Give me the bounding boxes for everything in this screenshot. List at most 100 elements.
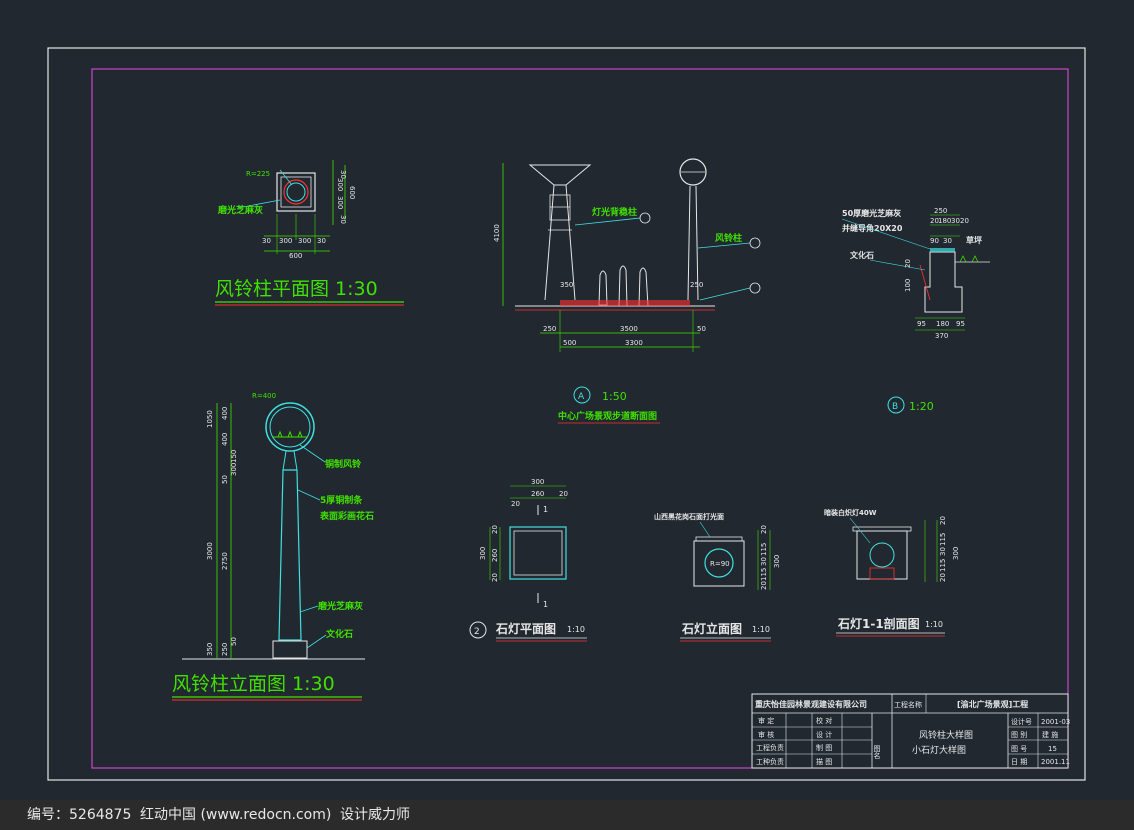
tb-project: [渝北广场景观]工程 [957,699,1028,709]
detail-scale: 1:20 [909,400,934,413]
section-dim-b0: 500 [563,339,576,347]
plan-dim-b2: 300 [298,237,311,245]
column-body [278,469,302,641]
section-dim-250: 250 [690,281,703,289]
plan-circle [283,179,309,205]
plan-dim-r1: 300 [336,178,344,191]
stone-plan-side-0: 20 [491,525,499,534]
tb-info-value-0: 2001-03 [1041,718,1070,726]
tb-drawing-label: 图名 [873,745,881,760]
stone-sec-label: 暗装白炽灯40W [824,508,877,517]
curb-detail [924,251,963,313]
elev-outer-2: 350 [206,643,214,656]
detail-label-curb: 并缝导角20X20 [842,223,903,233]
tb-info-label-1: 图 别 [1011,730,1027,739]
elev-outer-0: 1050 [206,410,214,428]
watermark-footer: 编号：5264875 红动中国 (www.redocn.com) 设计威力师 [0,800,1134,830]
plan-dim-b0: 30 [262,237,271,245]
stone-elev-scale: 1:10 [752,625,770,634]
stone-sec-d0: 20 [939,516,947,525]
plan-view: R=225 磨光芝麻灰 30 300 300 30 600 30 300 300… [215,160,404,306]
cad-drawing-canvas: R=225 磨光芝麻灰 30 300 300 30 600 30 300 300… [47,47,1086,781]
tb-info-value-2: 15 [1048,745,1057,753]
elev-dim-7: 250 [221,643,229,656]
detail-side-1: 100 [904,279,912,292]
tb-drawing-name-1: 小石灯大样图 [912,744,966,756]
stone-section: 暗装白炽灯40W 20 115 30 115 20 300 石灯1-1剖面图 1… [824,508,960,637]
inner-border [91,68,1069,769]
plan-dim-r2: 300 [336,196,344,209]
stone-plan-square [509,526,567,580]
tb-row0-a: 审 定 [758,716,774,725]
detail-inner-0: 90 [930,237,939,245]
elev-label-base: 文化石 [325,628,353,640]
footer-site[interactable]: 红动中国 (www.redocn.com) [140,807,332,823]
detail-label-granite: 50厚磨光芝麻灰 [842,208,901,218]
elev-label-strip: 5厚铜制条 [320,494,363,506]
detail-view: 50厚磨光芝麻灰 并缝导角20X20 文化石 草坪 250 20 180 30 … [841,207,990,414]
section-label-bell: 风铃柱 [715,232,742,244]
stone-elev-circle [704,548,734,578]
stone-elev-d5: 300 [773,555,781,568]
detail-label-lawn: 草坪 [966,235,982,245]
plan-dim-total: 600 [289,252,302,260]
elev-label-granite: 磨光芝麻灰 [317,600,363,612]
tb-info-label-0: 设计号 [1011,717,1032,726]
tb-project-label: 工程名称 [894,700,922,709]
plan-dim-r3: 30 [339,215,347,224]
detail-top-3: 30 [951,217,960,225]
plan-material-label: 磨光芝麻灰 [217,204,263,216]
section-bell [679,158,707,186]
elev-label-color: 表面彩画花石 [319,510,374,522]
stone-sec-d2: 30 [939,547,947,556]
plan-radius-label: R=225 [246,170,270,178]
plan-dim-r0: 30 [339,170,347,179]
stone-sec-d3: 115 [939,559,947,572]
stone-sec-d5: 300 [952,547,960,560]
section-label-lamp: 灯光背稳柱 [592,206,637,218]
stone-elev-d0: 20 [760,525,768,534]
column-base [272,640,308,659]
section-dim-t0: 250 [543,325,556,333]
stone-plan-top-2: 20 [511,500,520,508]
stone-elev-label: 山西黑花岗石面打光面 [654,512,724,521]
elev-dim-2: 150 [230,450,238,463]
tb-company: 重庆怡佳园林景观建设有限公司 [755,699,867,709]
stone-plan-title: 石灯平面图 [495,621,556,636]
detail-bot-0: 95 [917,320,926,328]
section-scale: 1:50 [602,390,627,403]
stone-elev-title: 石灯立面图 [681,621,742,636]
stone-plan-marker-num: 2 [474,627,480,637]
tb-row3-a: 工种负责 [756,757,784,766]
section-dim-t2: 50 [697,325,706,333]
lamp-pillar [528,164,592,186]
outer-border [47,47,1086,781]
section-marker [573,386,591,404]
elev-title: 风铃柱立面图 1:30 [172,673,335,695]
elevation-view: R=400 1050 3000 350 400 400 150 50 300 2… [172,392,374,701]
stone-sec-d1: 115 [939,533,947,546]
stone-sec-d4: 20 [939,573,947,582]
detail-bot-1: 180 [936,320,949,328]
stone-plan-top-0: 300 [531,478,544,486]
section-dim-350: 350 [560,281,573,289]
detail-marker [887,396,905,414]
section-view: 灯光背稳柱 风铃柱 4100 350 250 250 3500 50 500 3… [493,158,761,424]
section-height: 4100 [493,224,501,242]
stone-elev-d1: 115 [760,543,768,556]
title-block: 重庆怡佳园林景观建设有限公司 工程名称 [渝北广场景观]工程 审 定 校 对 审… [751,693,1070,769]
stone-sec-body [856,530,908,580]
stone-plan: 300 260 20 20 20 300 260 20 1 1 2 石灯平面图 … [469,478,587,642]
section-dim-t1: 3500 [620,325,638,333]
elev-dim-1: 400 [221,433,229,446]
elev-outer-1: 3000 [206,542,214,560]
footer-author: 设计威力师 [340,807,410,823]
plan-title: 风铃柱平面图 1:30 [215,278,378,300]
bell-ring [265,402,315,452]
stone-plan-top-1: 260 [531,490,544,498]
section-caption: 中心广场景观步道断面图 [558,410,657,422]
stone-plan-mark-top: 1 [543,505,548,514]
stone-plan-side-1: 300 [479,547,487,560]
elev-label-bell: 铜制风铃 [325,458,362,470]
tb-row1-b: 设 计 [816,730,832,739]
